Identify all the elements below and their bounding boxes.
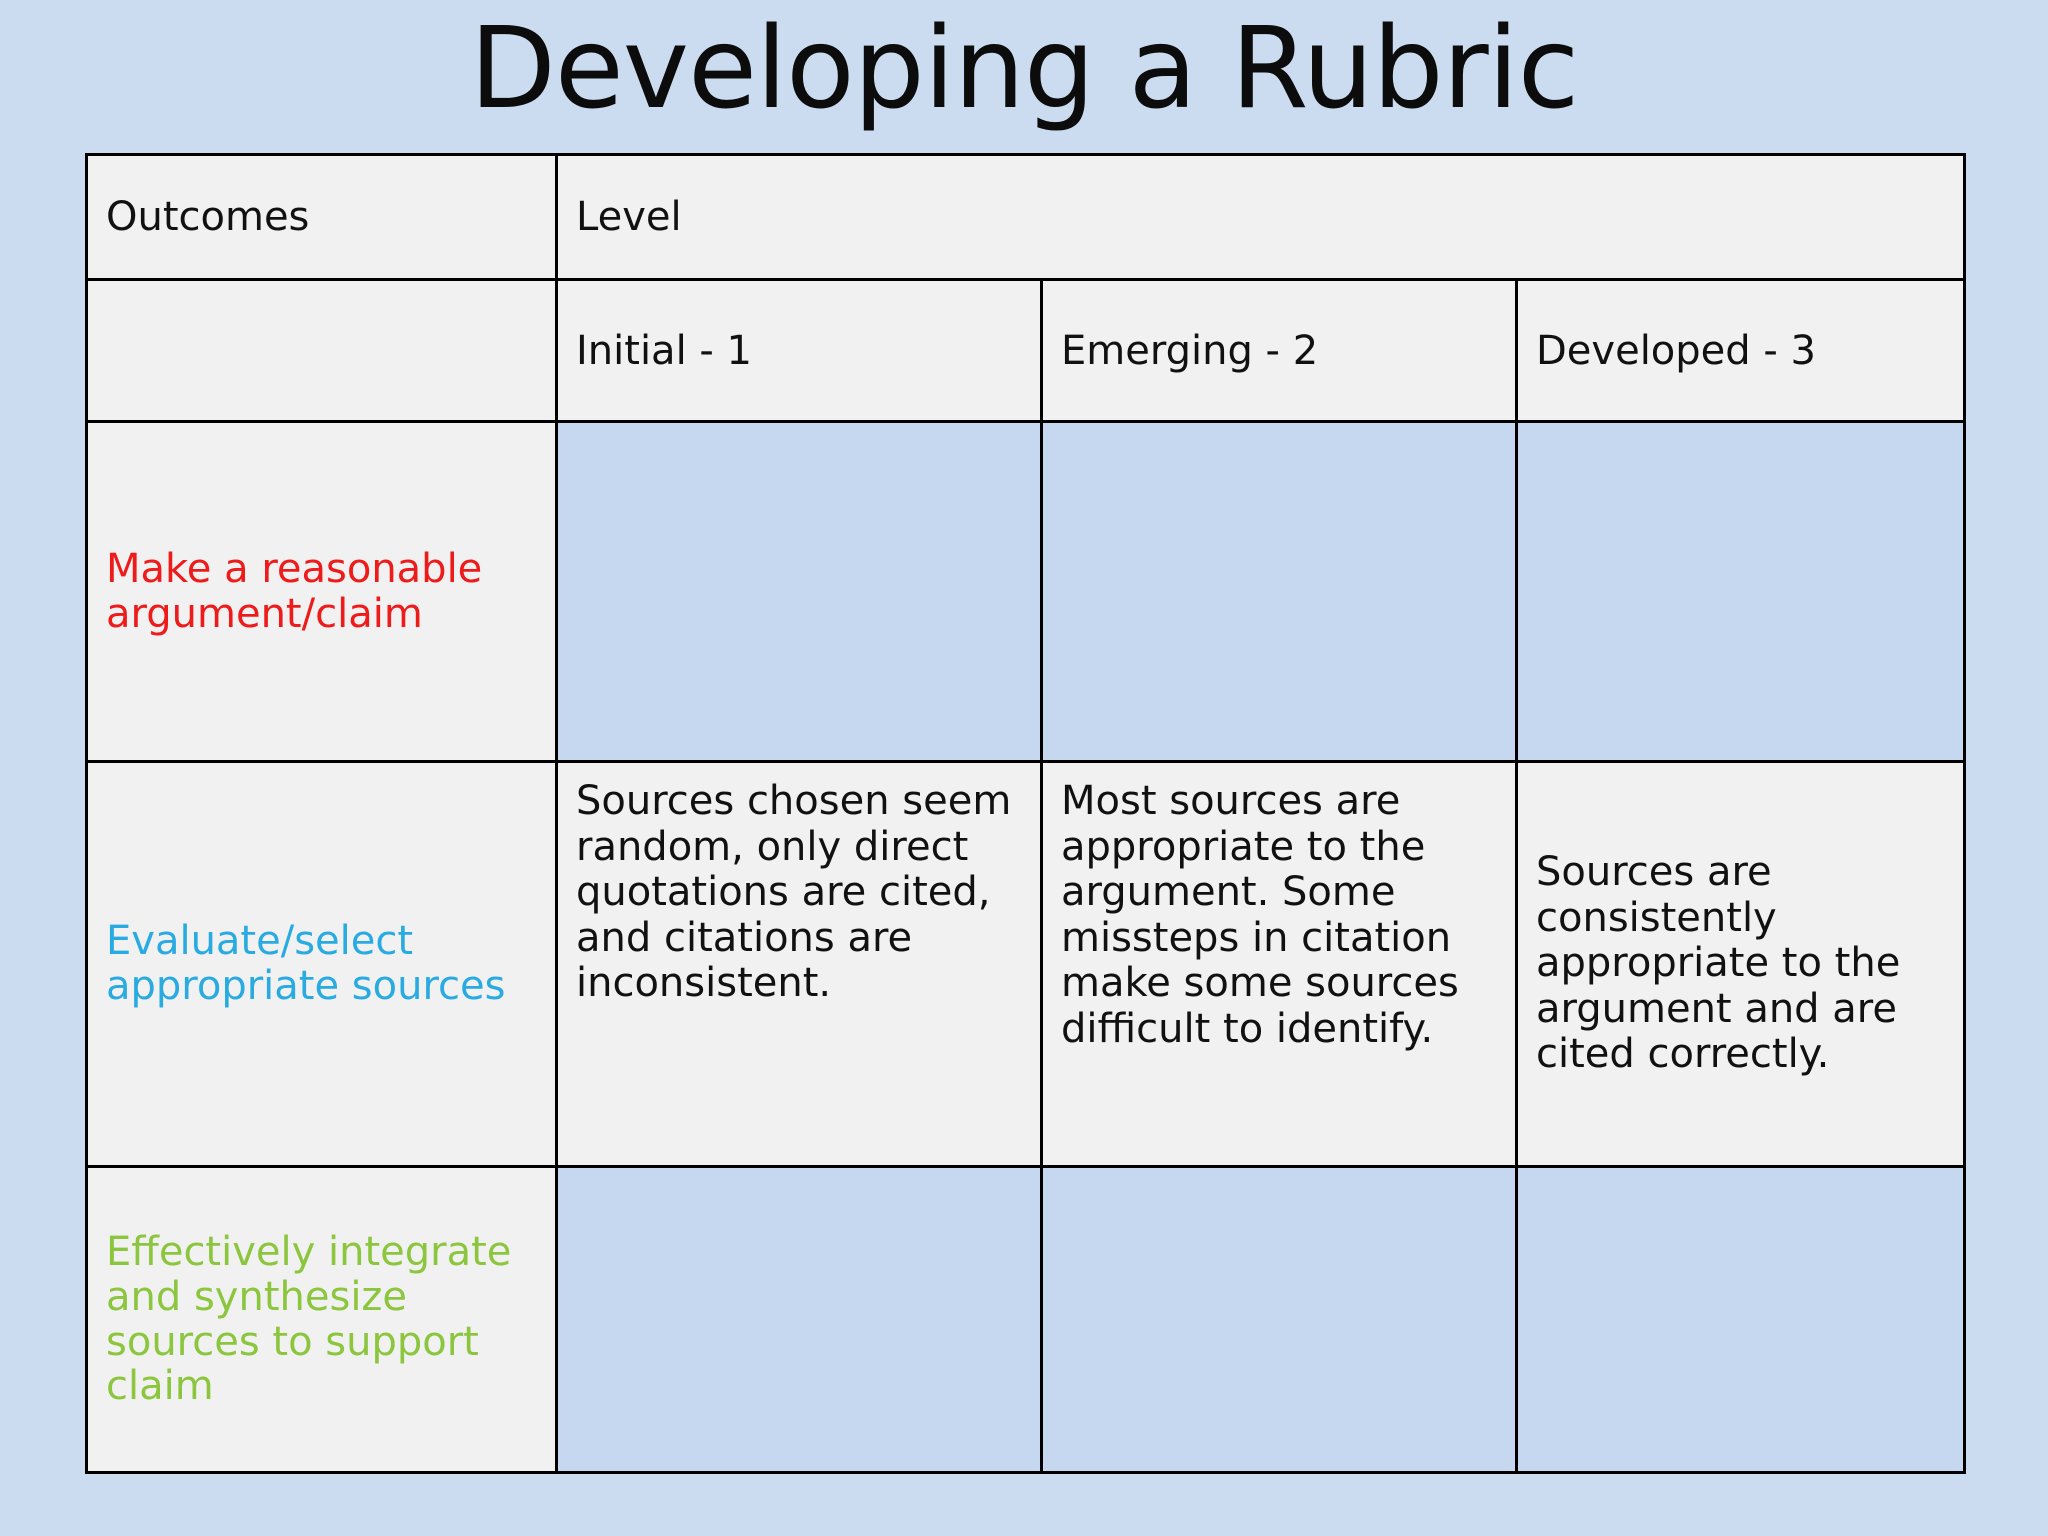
cell-argument-emerging (1040, 420, 1518, 763)
levels-row-outcome-spacer (85, 278, 558, 423)
level-header-developed: Developed - 3 (1514, 278, 1967, 423)
outcome-label-argument: Make a reasonable argument/claim (85, 420, 558, 763)
table-row: Effectively integrate and synthesize sou… (85, 1165, 1967, 1474)
cell-synthesize-developed (1514, 1165, 1967, 1474)
outcome-label-sources: Evaluate/select appropriate sources (85, 760, 558, 1168)
outcome-label-synthesize: Effectively integrate and synthesize sou… (85, 1165, 558, 1474)
cell-argument-developed (1514, 420, 1967, 763)
table-header-row: Outcomes Level (85, 153, 1967, 281)
header-level: Level (554, 153, 1967, 281)
cell-sources-developed: Sources are consistently appropriate to … (1514, 760, 1967, 1168)
cell-synthesize-initial (555, 1165, 1043, 1474)
table-levels-row: Initial - 1 Emerging - 2 Developed - 3 (85, 278, 1967, 423)
level-header-emerging: Emerging - 2 (1040, 278, 1518, 423)
level-header-initial: Initial - 1 (555, 278, 1043, 423)
cell-synthesize-emerging (1040, 1165, 1518, 1474)
table-row: Make a reasonable argument/claim (85, 420, 1967, 763)
cell-sources-initial: Sources chosen seem random, only direct … (555, 760, 1043, 1168)
rubric-table: Outcomes Level Initial - 1 Emerging - 2 … (85, 153, 1967, 1474)
table-row: Evaluate/select appropriate sources Sour… (85, 760, 1967, 1168)
header-outcomes: Outcomes (85, 153, 558, 281)
cell-argument-initial (555, 420, 1043, 763)
page-title: Developing a Rubric (469, 4, 1580, 134)
cell-sources-emerging: Most sources are appropriate to the argu… (1040, 760, 1518, 1168)
